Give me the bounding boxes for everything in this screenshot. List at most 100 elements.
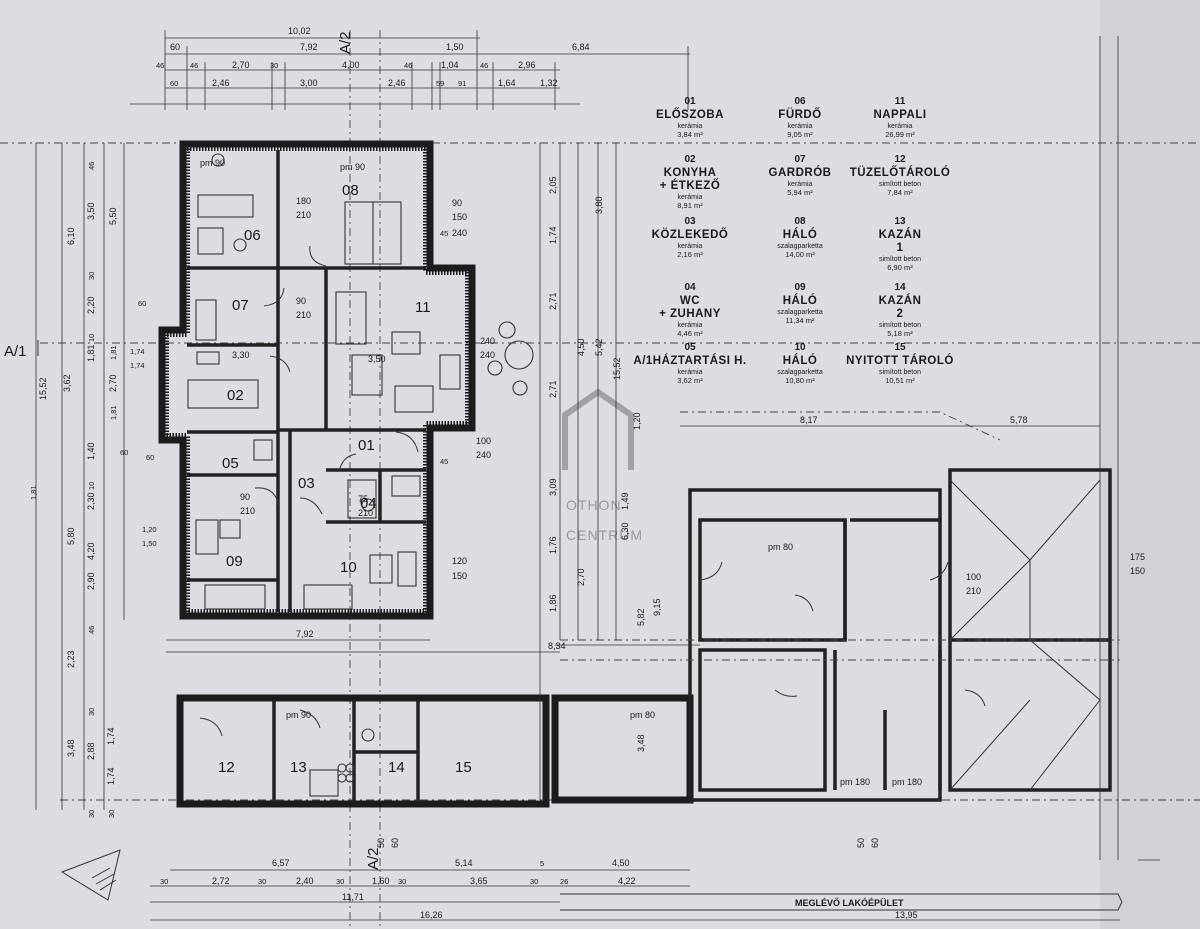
room-label: 09 — [226, 553, 243, 570]
room-label: 03 — [298, 475, 315, 492]
legend-room-number: 07 — [794, 154, 806, 165]
legend-room-area: 4,46 m² — [677, 329, 703, 338]
north-arrow-icon — [60, 849, 121, 901]
door-note: pm 90 — [286, 710, 311, 720]
dim-left: 10 — [87, 482, 96, 490]
dim-bottom: 6,57 — [272, 858, 290, 868]
legend-room-material: kerámia — [788, 123, 813, 130]
dim-inner: 5,82 — [636, 608, 646, 626]
dim-left: 2,70 — [108, 374, 118, 392]
door-note: pm 90 — [200, 158, 225, 168]
dim-left: 2,23 — [66, 650, 76, 668]
room-label: 08 — [342, 182, 359, 199]
legend-room-name: ELŐSZOBA — [656, 108, 724, 121]
dim-left: 3,50 — [86, 202, 96, 220]
dim-left: 1,81 — [86, 344, 96, 362]
dim-bottom: 4,50 — [612, 858, 630, 868]
door-note: 240 — [452, 228, 467, 238]
legend-room-name: KONYHA — [664, 167, 717, 179]
door-note: 90 — [296, 296, 306, 306]
dim-inner: 1,86 — [548, 594, 558, 612]
dim-left: 1,74 — [130, 361, 145, 370]
legend-room-material: kerámia — [678, 322, 703, 329]
room-label: 15 — [455, 759, 472, 776]
dim-top: 46 — [480, 61, 488, 70]
dim-inner: 1,49 — [620, 492, 630, 510]
door-note: 75 — [358, 494, 368, 504]
room-label: 02 — [227, 387, 244, 404]
dim-left: 60 — [120, 448, 128, 457]
legend-room-number: 10 — [794, 342, 806, 353]
door-note: 90 — [452, 198, 462, 208]
legend-room-name: WC — [680, 295, 700, 307]
legend-room-material: simított beton — [879, 256, 921, 263]
dim-bottom: 5,14 — [455, 858, 473, 868]
legend-room-material: simított beton — [879, 369, 921, 376]
door-note: 240 — [480, 336, 495, 346]
door-note: 45 — [440, 229, 448, 238]
dim-left: 2,30 — [86, 492, 96, 510]
dim-top: 46 — [156, 61, 164, 70]
legend-room-area: 5,18 m² — [887, 329, 913, 338]
legend-room-number: 15 — [894, 342, 906, 353]
legend-room-name: HÁLÓ — [783, 354, 818, 367]
door-note: 90 — [240, 492, 250, 502]
dim-left: 3,48 — [66, 739, 76, 757]
door-note: pm 180 — [892, 777, 922, 787]
legend-room-number: 01 — [684, 96, 696, 107]
dim-top: 2,46 — [212, 78, 230, 88]
legend-room-name: GARDRÓB — [769, 166, 832, 179]
legend-room-material: kerámia — [678, 194, 703, 201]
watermark-text: CENTRUM — [566, 527, 643, 543]
dim-inner: 1,74 — [548, 226, 558, 244]
door-note: 60 — [870, 838, 880, 848]
paper-shadow — [1100, 0, 1200, 929]
dim-top-total: 10,02 — [288, 26, 311, 36]
dim-top: 91 — [458, 79, 466, 88]
legend-room-name-line2: 1 — [897, 242, 904, 254]
door-note: 50 — [856, 838, 866, 848]
dim-left: 1,40 — [86, 442, 96, 460]
dim-top: 2,96 — [518, 60, 536, 70]
legend-room-name: KÖZLEKEDŐ — [652, 228, 729, 241]
legend-room-name: FÜRDŐ — [778, 108, 821, 121]
dim-top: 1,32 — [540, 78, 558, 88]
door-note: 210 — [966, 586, 981, 596]
section-mark-a2-bottom: A/2 — [365, 847, 382, 870]
door-note: pm 90 — [340, 162, 365, 172]
legend-room-number: 13 — [894, 216, 906, 227]
door-swings-main — [254, 245, 419, 515]
dim-inner: 3,30 — [232, 350, 250, 360]
legend-room-name: TÜZELŐTÁROLÓ — [850, 166, 951, 179]
dim-inner: 1,76 — [548, 536, 558, 554]
door-note: 120 — [452, 556, 467, 566]
dim-left: 30 — [87, 810, 96, 818]
dim-inner: 15,52 — [612, 357, 622, 380]
dim-top: 1,04 — [441, 60, 459, 70]
dim-inner: 2,70 — [576, 568, 586, 586]
dim-inner: 3,50 — [368, 354, 386, 364]
room-label: 01 — [358, 437, 375, 454]
dim-left: 60 — [146, 453, 154, 462]
legend-room-number: 02 — [684, 154, 696, 165]
legend-room-number: 14 — [894, 282, 906, 293]
dim-bottom: 30 — [336, 877, 344, 886]
room-label: 10 — [340, 559, 357, 576]
legend-room-area: 8,91 m² — [677, 201, 703, 210]
door-note: 60 — [390, 838, 400, 848]
dim-left: 30 — [87, 272, 96, 280]
legend-room-material: kerámia — [678, 369, 703, 376]
dim-left: 5,50 — [108, 207, 118, 225]
dim-left: 3,62 — [62, 374, 72, 392]
dim-bottom: 30 — [530, 877, 538, 886]
dim-bottom: 1,60 — [372, 876, 390, 886]
legend-room-name: HÁLÓ — [783, 228, 818, 241]
furniture-main — [187, 153, 534, 610]
dim-bottom: 16,26 — [420, 910, 443, 920]
dim-inner: 5,78 — [1010, 415, 1028, 425]
dim-inner: 1,20 — [632, 412, 642, 430]
watermark-logo: OTHON CENTRUM — [562, 388, 643, 543]
